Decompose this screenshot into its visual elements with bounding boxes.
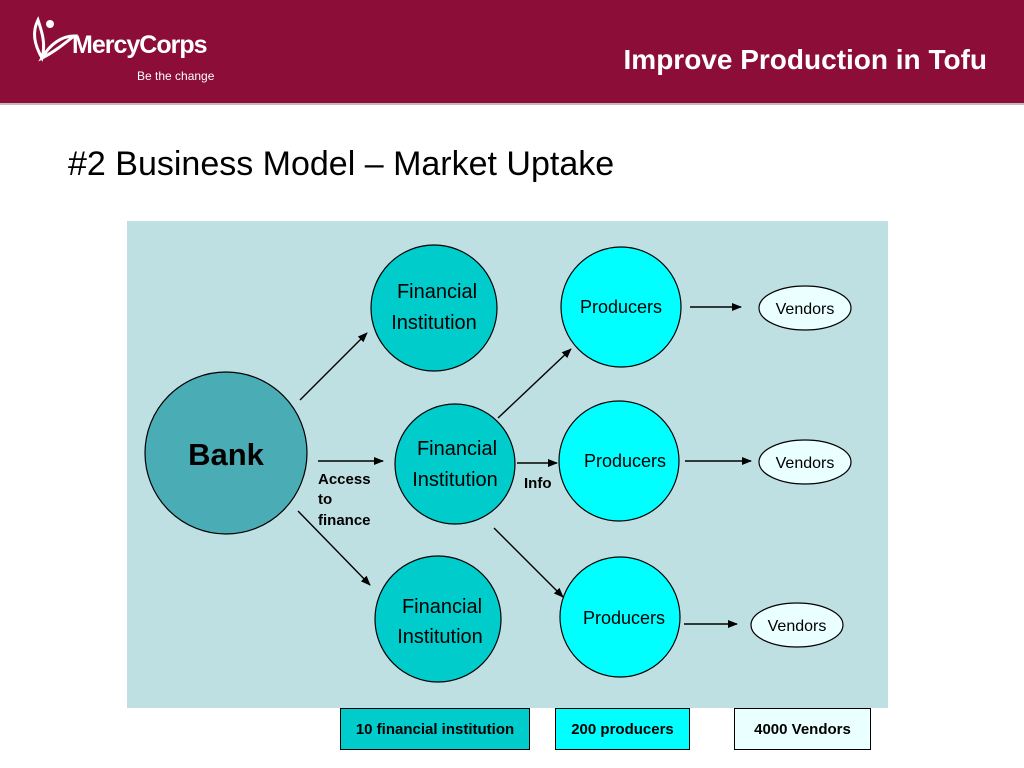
vendors-label: Vendors — [768, 618, 827, 635]
vendors-label: Vendors — [776, 455, 835, 472]
fi-label-line2: Institution — [412, 469, 498, 491]
producers-node-top: Producers — [560, 246, 682, 368]
arrow-bank-to-fi-top — [299, 332, 368, 401]
header-bar: MercyCorps Be the change Improve Product… — [0, 0, 1024, 103]
vendors-node-top: Vendors — [758, 285, 852, 331]
arrow-bank-to-fi-bottom — [297, 510, 371, 586]
fi-label-line2: Institution — [397, 626, 483, 648]
producers-node-middle: Producers — [558, 400, 680, 522]
fi-node-middle: Financial Institution — [394, 403, 516, 525]
vendors-label: Vendors — [776, 301, 835, 318]
arrow-fi-to-producers-bottom — [493, 527, 564, 598]
header-title: Improve Production in Tofu — [623, 44, 987, 75]
fi-label-line1: Financial — [397, 281, 477, 303]
vendors-node-bottom: Vendors — [750, 602, 844, 648]
bank-label: Bank — [188, 437, 265, 472]
producers-label: Producers — [580, 297, 662, 317]
bank-node: Bank — [144, 371, 308, 535]
fi-label-line1: Financial — [402, 596, 482, 618]
access-label-line3: finance — [318, 512, 371, 529]
producers-label: Producers — [584, 451, 666, 471]
brand-wordmark: MercyCorps — [72, 31, 207, 59]
arrow-fi-to-producers-top — [497, 348, 572, 419]
producers-label: Producers — [583, 608, 665, 628]
brand-tagline: Be the change — [137, 69, 215, 83]
info-label: Info — [524, 475, 552, 492]
header-divider — [0, 103, 1024, 105]
fi-node-bottom: Financial Institution — [374, 555, 502, 683]
vendors-node-middle: Vendors — [758, 439, 852, 485]
mercycorps-logo-icon — [33, 16, 78, 62]
fi-label-line2: Institution — [391, 312, 477, 334]
summary-financial-institutions: 10 financial institution — [340, 708, 530, 750]
fi-node-top: Financial Institution — [370, 244, 498, 372]
fi-label-line1: Financial — [417, 438, 497, 460]
producers-node-bottom: Producers — [559, 556, 681, 678]
summary-vendors: 4000 Vendors — [734, 708, 871, 750]
slide-title: #2 Business Model – Market Uptake — [68, 145, 615, 183]
summary-producers: 200 producers — [555, 708, 690, 750]
access-label-line1: Access — [318, 471, 371, 488]
access-label-line2: to — [318, 491, 332, 508]
